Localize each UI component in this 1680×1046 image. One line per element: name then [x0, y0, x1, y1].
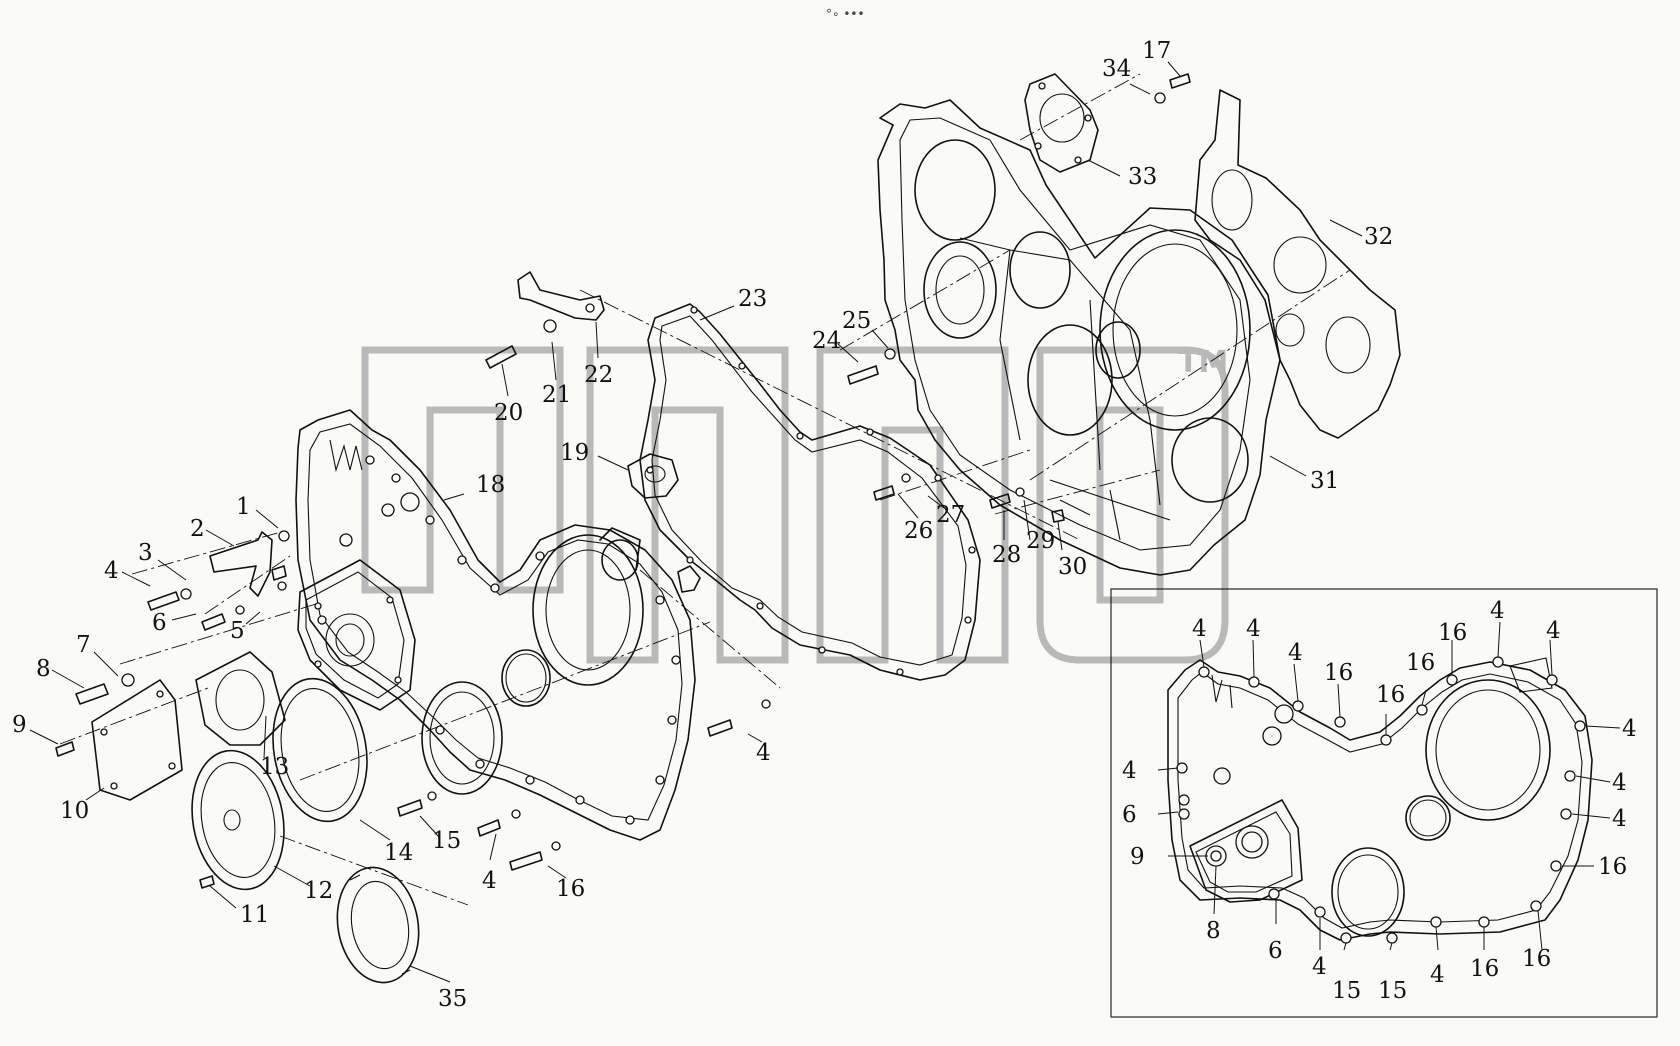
gasket-13	[195, 651, 286, 746]
callout-30: 30	[1058, 554, 1087, 580]
callout-34: 34	[1102, 56, 1131, 82]
inset-callout: 9	[1130, 844, 1145, 870]
inset-callouts: 4 4 4 16 16 16 16 4 4 4 4 4 16 4 6 9 8 6…	[1122, 598, 1637, 1004]
inset-callout: 4	[1246, 616, 1261, 642]
bracket-2	[209, 531, 273, 597]
inset-callout: 15	[1332, 978, 1361, 1004]
front-cover-18	[295, 409, 696, 841]
callout-22: 22	[584, 362, 613, 388]
header-text: °∘ •••	[826, 7, 865, 21]
inset-view	[1110, 588, 1658, 1018]
callout-12: 12	[304, 878, 333, 904]
inset-callout: 16	[1376, 682, 1405, 708]
callout-27: 27	[936, 502, 965, 528]
fasteners	[55, 73, 1191, 889]
callout-4b: 4	[482, 868, 497, 894]
inset-callout: 4	[1288, 640, 1303, 666]
gear-housing-31	[877, 99, 1281, 576]
callout-20: 20	[494, 400, 523, 426]
callout-25: 25	[842, 308, 871, 334]
oil-seal-35	[336, 866, 420, 984]
inset-callout: 16	[1598, 854, 1627, 880]
callout-35: 35	[438, 986, 467, 1012]
callout-16: 16	[556, 876, 585, 902]
inset-callout: 4	[1192, 616, 1207, 642]
inset-callout: 16	[1522, 946, 1551, 972]
callout-6: 6	[152, 610, 167, 636]
callout-26: 26	[904, 518, 933, 544]
watermark: TM	[361, 345, 1229, 664]
inset-callout: 16	[1438, 620, 1467, 646]
callout-3: 3	[138, 540, 153, 566]
inset-callout: 6	[1122, 802, 1137, 828]
fitting-19	[627, 453, 679, 499]
callout-9: 9	[12, 712, 27, 738]
watermark-tm: TM	[1178, 345, 1228, 380]
fitting-pipe	[677, 565, 701, 593]
inset-callout: 15	[1378, 978, 1407, 1004]
gasket-32	[1194, 89, 1401, 439]
gasket-23	[639, 303, 981, 681]
cover-plate-33	[1024, 73, 1099, 173]
callout-7: 7	[76, 632, 91, 658]
callout-4: 4	[104, 558, 119, 584]
seal-ring	[421, 649, 551, 795]
cover-plate-10	[91, 679, 183, 801]
inset-callout: 4	[1490, 598, 1505, 624]
callout-17: 17	[1142, 38, 1171, 64]
main-callouts: 1 2 3 4 5 6 7 8 9 10 11 12 13 14 15 4 16…	[12, 38, 1393, 1012]
inset-callout: 6	[1268, 938, 1283, 964]
bracket-22	[517, 271, 605, 321]
callout-14: 14	[384, 840, 413, 866]
callout-29: 29	[1026, 528, 1055, 554]
callout-15: 15	[432, 828, 461, 854]
callout-24: 24	[812, 328, 841, 354]
inset-callout: 4	[1546, 618, 1561, 644]
callout-32: 32	[1364, 224, 1393, 250]
callout-11: 11	[240, 902, 269, 928]
inset-frame	[1110, 588, 1658, 1018]
callout-31: 31	[1310, 468, 1339, 494]
callout-4c: 4	[756, 740, 771, 766]
callout-13: 13	[260, 754, 289, 780]
inset-callout: 4	[1612, 770, 1627, 796]
inset-callout: 8	[1206, 918, 1221, 944]
inset-callout: 16	[1470, 956, 1499, 982]
inset-callout: 4	[1312, 954, 1327, 980]
callout-21: 21	[542, 382, 571, 408]
callout-19: 19	[560, 440, 589, 466]
gasket-14	[272, 677, 368, 823]
inset-callout: 4	[1122, 758, 1137, 784]
callout-23: 23	[738, 286, 767, 312]
callout-5: 5	[230, 618, 245, 644]
pump-adapter	[297, 559, 416, 711]
callout-8: 8	[36, 656, 51, 682]
inset-callout: 16	[1406, 650, 1435, 676]
inset-callout: 4	[1430, 962, 1445, 988]
callout-1: 1	[236, 494, 251, 520]
inset-callout: 4	[1622, 716, 1637, 742]
callout-18: 18	[476, 472, 505, 498]
callout-28: 28	[992, 542, 1021, 568]
inset-callout: 4	[1612, 806, 1627, 832]
seal-plate-12	[191, 749, 285, 891]
callout-2: 2	[190, 516, 205, 542]
callout-33: 33	[1128, 164, 1157, 190]
inset-callout: 16	[1324, 660, 1353, 686]
callout-10: 10	[60, 798, 89, 824]
leader-lines	[29, 61, 1363, 983]
